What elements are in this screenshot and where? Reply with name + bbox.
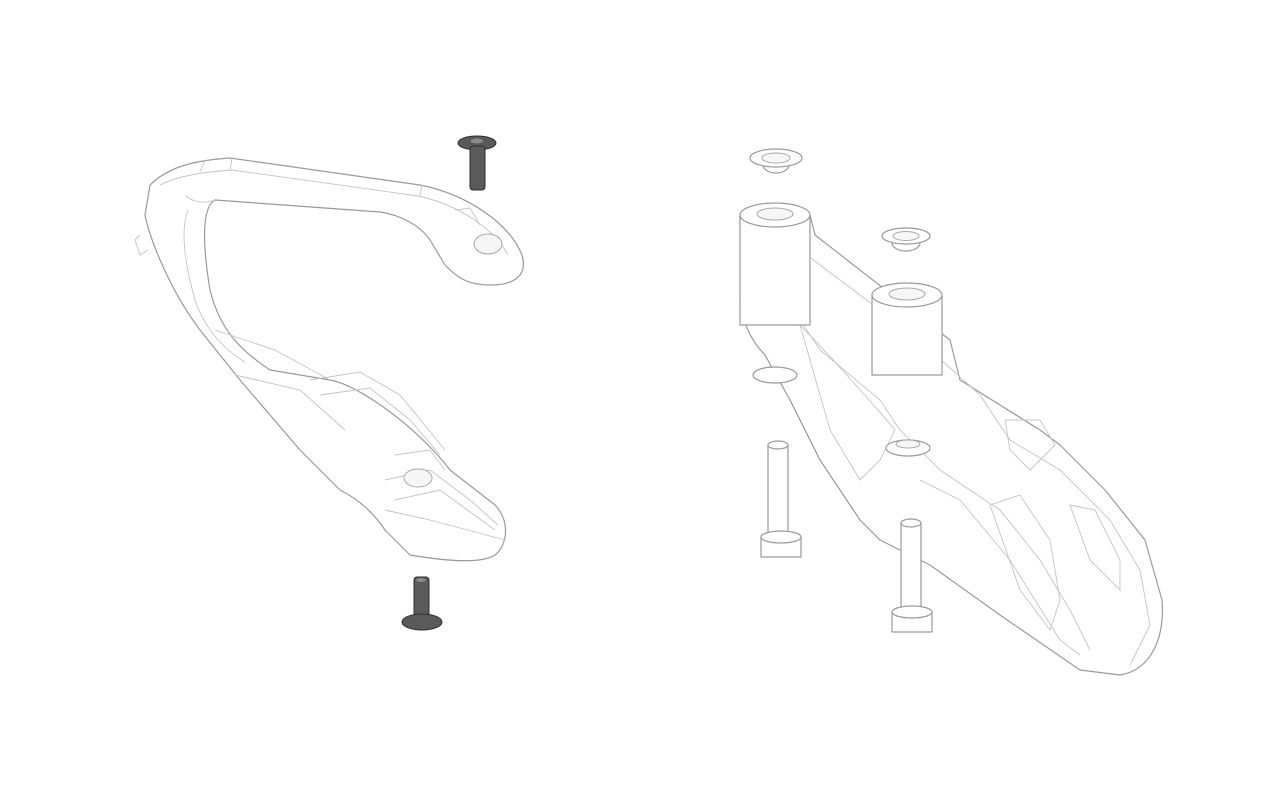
screw-bottom-left <box>401 576 443 631</box>
boss-column-right <box>871 282 943 376</box>
bushing-middle <box>881 227 931 252</box>
screw-top-left <box>457 135 497 191</box>
pin-left <box>760 440 802 558</box>
chain-slider-part <box>134 157 524 562</box>
bushing-top <box>749 148 803 174</box>
bushing-lower <box>752 366 931 457</box>
pin-right <box>891 518 933 633</box>
boss-column-left <box>739 202 811 326</box>
